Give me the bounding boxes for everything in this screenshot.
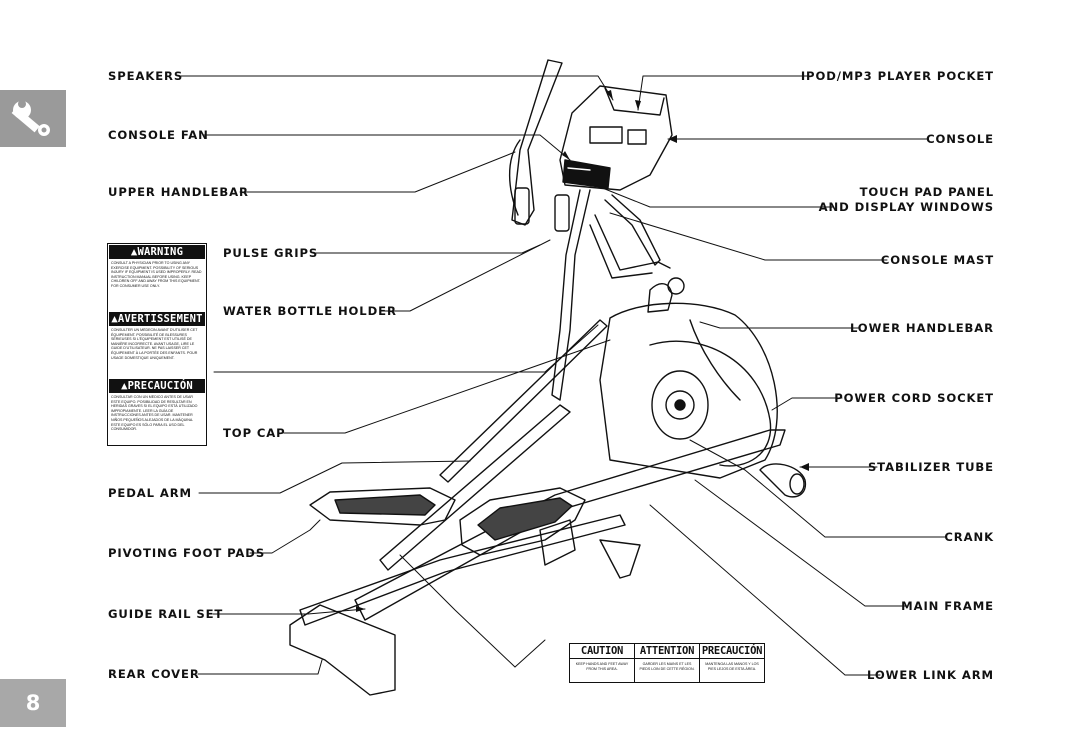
label-main-frame: MAIN FRAME — [901, 599, 994, 613]
label-display-windows: AND DISPLAY WINDOWS — [818, 200, 994, 214]
precaucion-title: PRECAUCIÓN — [127, 380, 193, 392]
label-top-cap: TOP CAP — [223, 426, 286, 440]
label-console-mast: CONSOLE MAST — [880, 253, 994, 267]
page-number: 8 — [25, 691, 41, 715]
precaucion-caution-title: PRECAUCIÓN — [700, 645, 764, 659]
warning-sticker: ▲WARNING CONSULT A PHYSICIAN PRIOR TO US… — [107, 243, 207, 446]
attention-column: ATTENTION GARDER LES MAINS ET LES PIEDS … — [634, 644, 699, 682]
leader-lines — [180, 75, 947, 676]
wrench-icon — [11, 100, 50, 136]
attention-title: ATTENTION — [635, 644, 699, 659]
lower-handlebar — [689, 319, 741, 401]
label-stabilizer-tube: STABILIZER TUBE — [867, 460, 994, 474]
label-console-fan: CONSOLE FAN — [108, 128, 209, 142]
attention-text: GARDER LES MAINS ET LES PIEDS LOIN DE CE… — [639, 662, 695, 671]
caution-title: CAUTION — [570, 644, 634, 659]
warning-text: CONSULT A PHYSICIAN PRIOR TO USING ANY E… — [111, 261, 202, 288]
label-pivoting-foot-pads: PIVOTING FOOT PADS — [108, 546, 266, 560]
label-rear-cover: REAR COVER — [108, 667, 200, 681]
label-ipod-mp3-player-pocket: IPOD/MP3 PLAYER POCKET — [800, 69, 994, 83]
console — [559, 85, 673, 191]
pedal-arms — [309, 319, 608, 571]
upper-handlebar — [508, 59, 671, 279]
console-mast — [551, 189, 661, 401]
caution-text: KEEP HANDS AND FEET AWAY FROM THIS AREA. — [575, 662, 629, 671]
precaucion-text: CONSULTAR CON UN MÉDICO ANTES DE USAR ES… — [111, 395, 198, 432]
label-speakers: SPEAKERS — [108, 69, 184, 83]
label-pedal-arm: PEDAL ARM — [108, 486, 192, 500]
arrowheads — [356, 90, 809, 612]
label-console: CONSOLE — [926, 132, 994, 146]
avertissement-text: CONSULTER UN MÉDECIN AVANT D'UTILISER CE… — [111, 328, 198, 360]
precaucion-column: PRECAUCIÓN MANTENGA LAS MANOS Y LOS PIES… — [699, 644, 764, 682]
label-power-cord-socket: POWER CORD SOCKET — [834, 391, 994, 405]
label-water-bottle-holder: WATER BOTTLE HOLDER — [223, 304, 397, 318]
avertissement-heading: ▲AVERTISSEMENT — [109, 312, 205, 326]
label-upper-handlebar: UPPER HANDLEBAR — [108, 185, 249, 199]
precaucion-heading: ▲PRECAUCIÓN — [109, 379, 205, 393]
warning-title: WARNING — [137, 246, 184, 258]
label-lower-handlebar: LOWER HANDLEBAR — [849, 321, 994, 335]
label-touch-pad-panel: TOUCH PAD PANEL — [859, 185, 994, 199]
section-tab — [0, 90, 66, 147]
label-guide-rail-set: GUIDE RAIL SET — [108, 607, 224, 621]
label-crank: CRANK — [944, 530, 994, 544]
caution-sticker: CAUTION KEEP HANDS AND FEET AWAY FROM TH… — [569, 643, 765, 683]
warning-heading: ▲WARNING — [109, 245, 205, 259]
main-frame — [289, 429, 807, 696]
avertissement-title: AVERTISSEMENT — [117, 313, 203, 325]
flywheel-housing — [599, 277, 778, 479]
label-lower-link-arm: LOWER LINK ARM — [867, 668, 994, 682]
caution-column: CAUTION KEEP HANDS AND FEET AWAY FROM TH… — [570, 644, 634, 682]
precaucion-caution-text: MANTENGA LAS MANOS Y LOS PIES LEJOS DE E… — [705, 662, 759, 671]
page-number-tab: 8 — [0, 679, 66, 727]
label-pulse-grips: PULSE GRIPS — [223, 246, 319, 260]
